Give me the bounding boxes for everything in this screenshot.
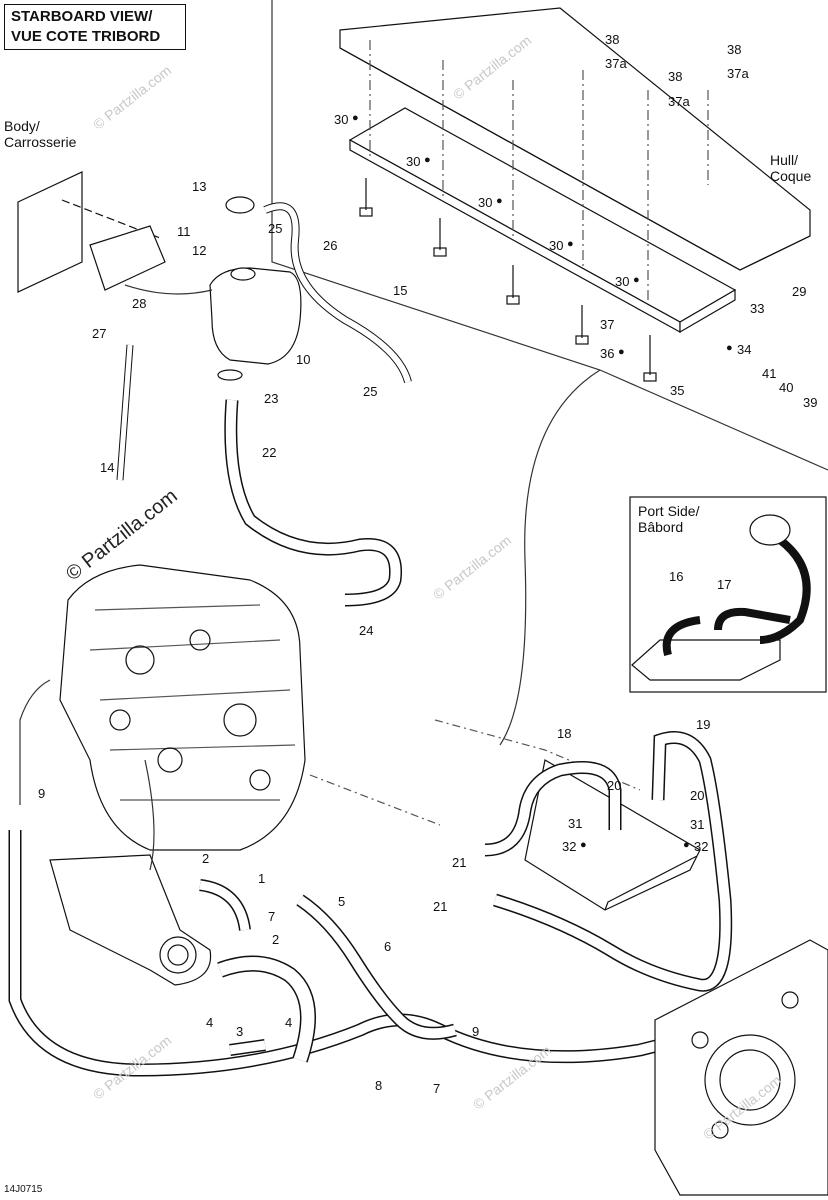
callout-26: 26 xyxy=(323,238,338,253)
jet-pump-housing xyxy=(654,939,828,1196)
callout-30: 30 xyxy=(478,195,493,210)
callout-23: 23 xyxy=(264,391,279,406)
callout-30: 30 xyxy=(334,112,349,127)
callout-32: 32 xyxy=(562,839,577,854)
callout-29: 29 xyxy=(792,284,807,299)
callout-38: 38 xyxy=(727,42,742,57)
sealant-drop-icon: ● xyxy=(352,112,359,124)
sealant-drop-icon: ● xyxy=(424,154,431,166)
callout-25: 25 xyxy=(363,384,378,399)
callout-11: 11 xyxy=(177,224,191,239)
hull-note: Hull/ Coque xyxy=(770,152,812,184)
sealant-drop-icon: ● xyxy=(580,839,587,851)
body-note: Body/ Carrosserie xyxy=(4,118,77,150)
view-title-line1: STARBOARD VIEW/ xyxy=(11,8,153,25)
callout-37a: 37a xyxy=(605,56,627,71)
callout-31: 31 xyxy=(690,817,705,832)
callout-17: 17 xyxy=(717,577,732,592)
heat-exchanger-plate xyxy=(524,759,701,911)
body-plate xyxy=(17,171,166,293)
callout-34: 34 xyxy=(737,342,752,357)
callout-38: 38 xyxy=(668,69,683,84)
callout-35: 35 xyxy=(670,383,685,398)
callout-32: 32 xyxy=(694,839,709,854)
hull-plate xyxy=(339,7,811,271)
sealant-drop-icon: ● xyxy=(726,342,733,354)
callout-2: 2 xyxy=(272,932,280,947)
callout-6: 6 xyxy=(384,939,392,954)
callout-18: 18 xyxy=(557,726,572,741)
callout-25: 25 xyxy=(268,221,283,236)
sealant-drop-icon: ● xyxy=(567,238,574,250)
callout-3: 3 xyxy=(236,1024,244,1039)
callout-15: 15 xyxy=(393,283,408,298)
callout-2: 2 xyxy=(202,851,210,866)
callout-24: 24 xyxy=(359,623,374,638)
sealant-drop-icon: ● xyxy=(683,839,690,851)
callout-21: 21 xyxy=(433,899,448,914)
engine-block xyxy=(59,564,306,851)
callout-22: 22 xyxy=(262,445,277,460)
callout-31: 31 xyxy=(568,816,583,831)
sealant-drop-icon: ● xyxy=(618,346,625,358)
callout-7: 7 xyxy=(268,909,276,924)
callout-39: 39 xyxy=(803,395,818,410)
engine-dashed-lead xyxy=(309,774,441,826)
callout-9: 9 xyxy=(38,786,46,801)
callout-19: 19 xyxy=(696,717,711,732)
callout-30: 30 xyxy=(549,238,564,253)
callout-41: 41 xyxy=(762,366,777,381)
callout-4: 4 xyxy=(285,1015,293,1030)
callout-28: 28 xyxy=(132,296,147,311)
callout-16: 16 xyxy=(669,569,684,584)
view-title-line2: VUE COTE TRIBORD xyxy=(11,28,161,45)
callout-9: 9 xyxy=(472,1024,480,1039)
view-title: STARBOARD VIEW/ VUE COTE TRIBORD xyxy=(4,4,186,50)
callout-38: 38 xyxy=(605,32,620,47)
leader-arrows xyxy=(19,284,213,871)
callout-12: 12 xyxy=(192,243,207,258)
callout-37: 37 xyxy=(600,317,615,332)
coolant-tank xyxy=(209,196,302,381)
callout-30: 30 xyxy=(615,274,630,289)
callout-21: 21 xyxy=(452,855,467,870)
support-bar xyxy=(348,107,737,334)
drawing-code: 14J0715 xyxy=(4,1184,43,1195)
callout-8: 8 xyxy=(375,1078,383,1093)
hull-inset-frame xyxy=(271,0,828,471)
sealant-drop-icon: ● xyxy=(633,274,640,286)
exhaust-manifold xyxy=(49,854,212,986)
hose-22 xyxy=(224,399,403,607)
callout-7: 7 xyxy=(433,1081,441,1096)
callout-5: 5 xyxy=(338,894,346,909)
callout-40: 40 xyxy=(779,380,794,395)
callout-14: 14 xyxy=(100,460,115,475)
port-side-note: Port Side/ Bâbord xyxy=(638,503,700,535)
callout-1: 1 xyxy=(258,871,266,886)
bolts xyxy=(359,178,657,382)
sealant-drop-icon: ● xyxy=(496,195,503,207)
callout-37a: 37a xyxy=(727,66,749,81)
callout-10: 10 xyxy=(296,352,311,367)
return-line xyxy=(499,369,601,746)
callout-20: 20 xyxy=(607,778,622,793)
callout-13: 13 xyxy=(192,179,207,194)
callout-36: 36 xyxy=(600,346,615,361)
callout-27: 27 xyxy=(92,326,107,341)
callout-20: 20 xyxy=(690,788,705,803)
alignment-lines xyxy=(369,40,709,300)
callout-33: 33 xyxy=(750,301,765,316)
callout-4: 4 xyxy=(206,1015,214,1030)
callout-30: 30 xyxy=(406,154,421,169)
port-side-inset xyxy=(629,496,827,693)
callout-37a: 37a xyxy=(668,94,690,109)
